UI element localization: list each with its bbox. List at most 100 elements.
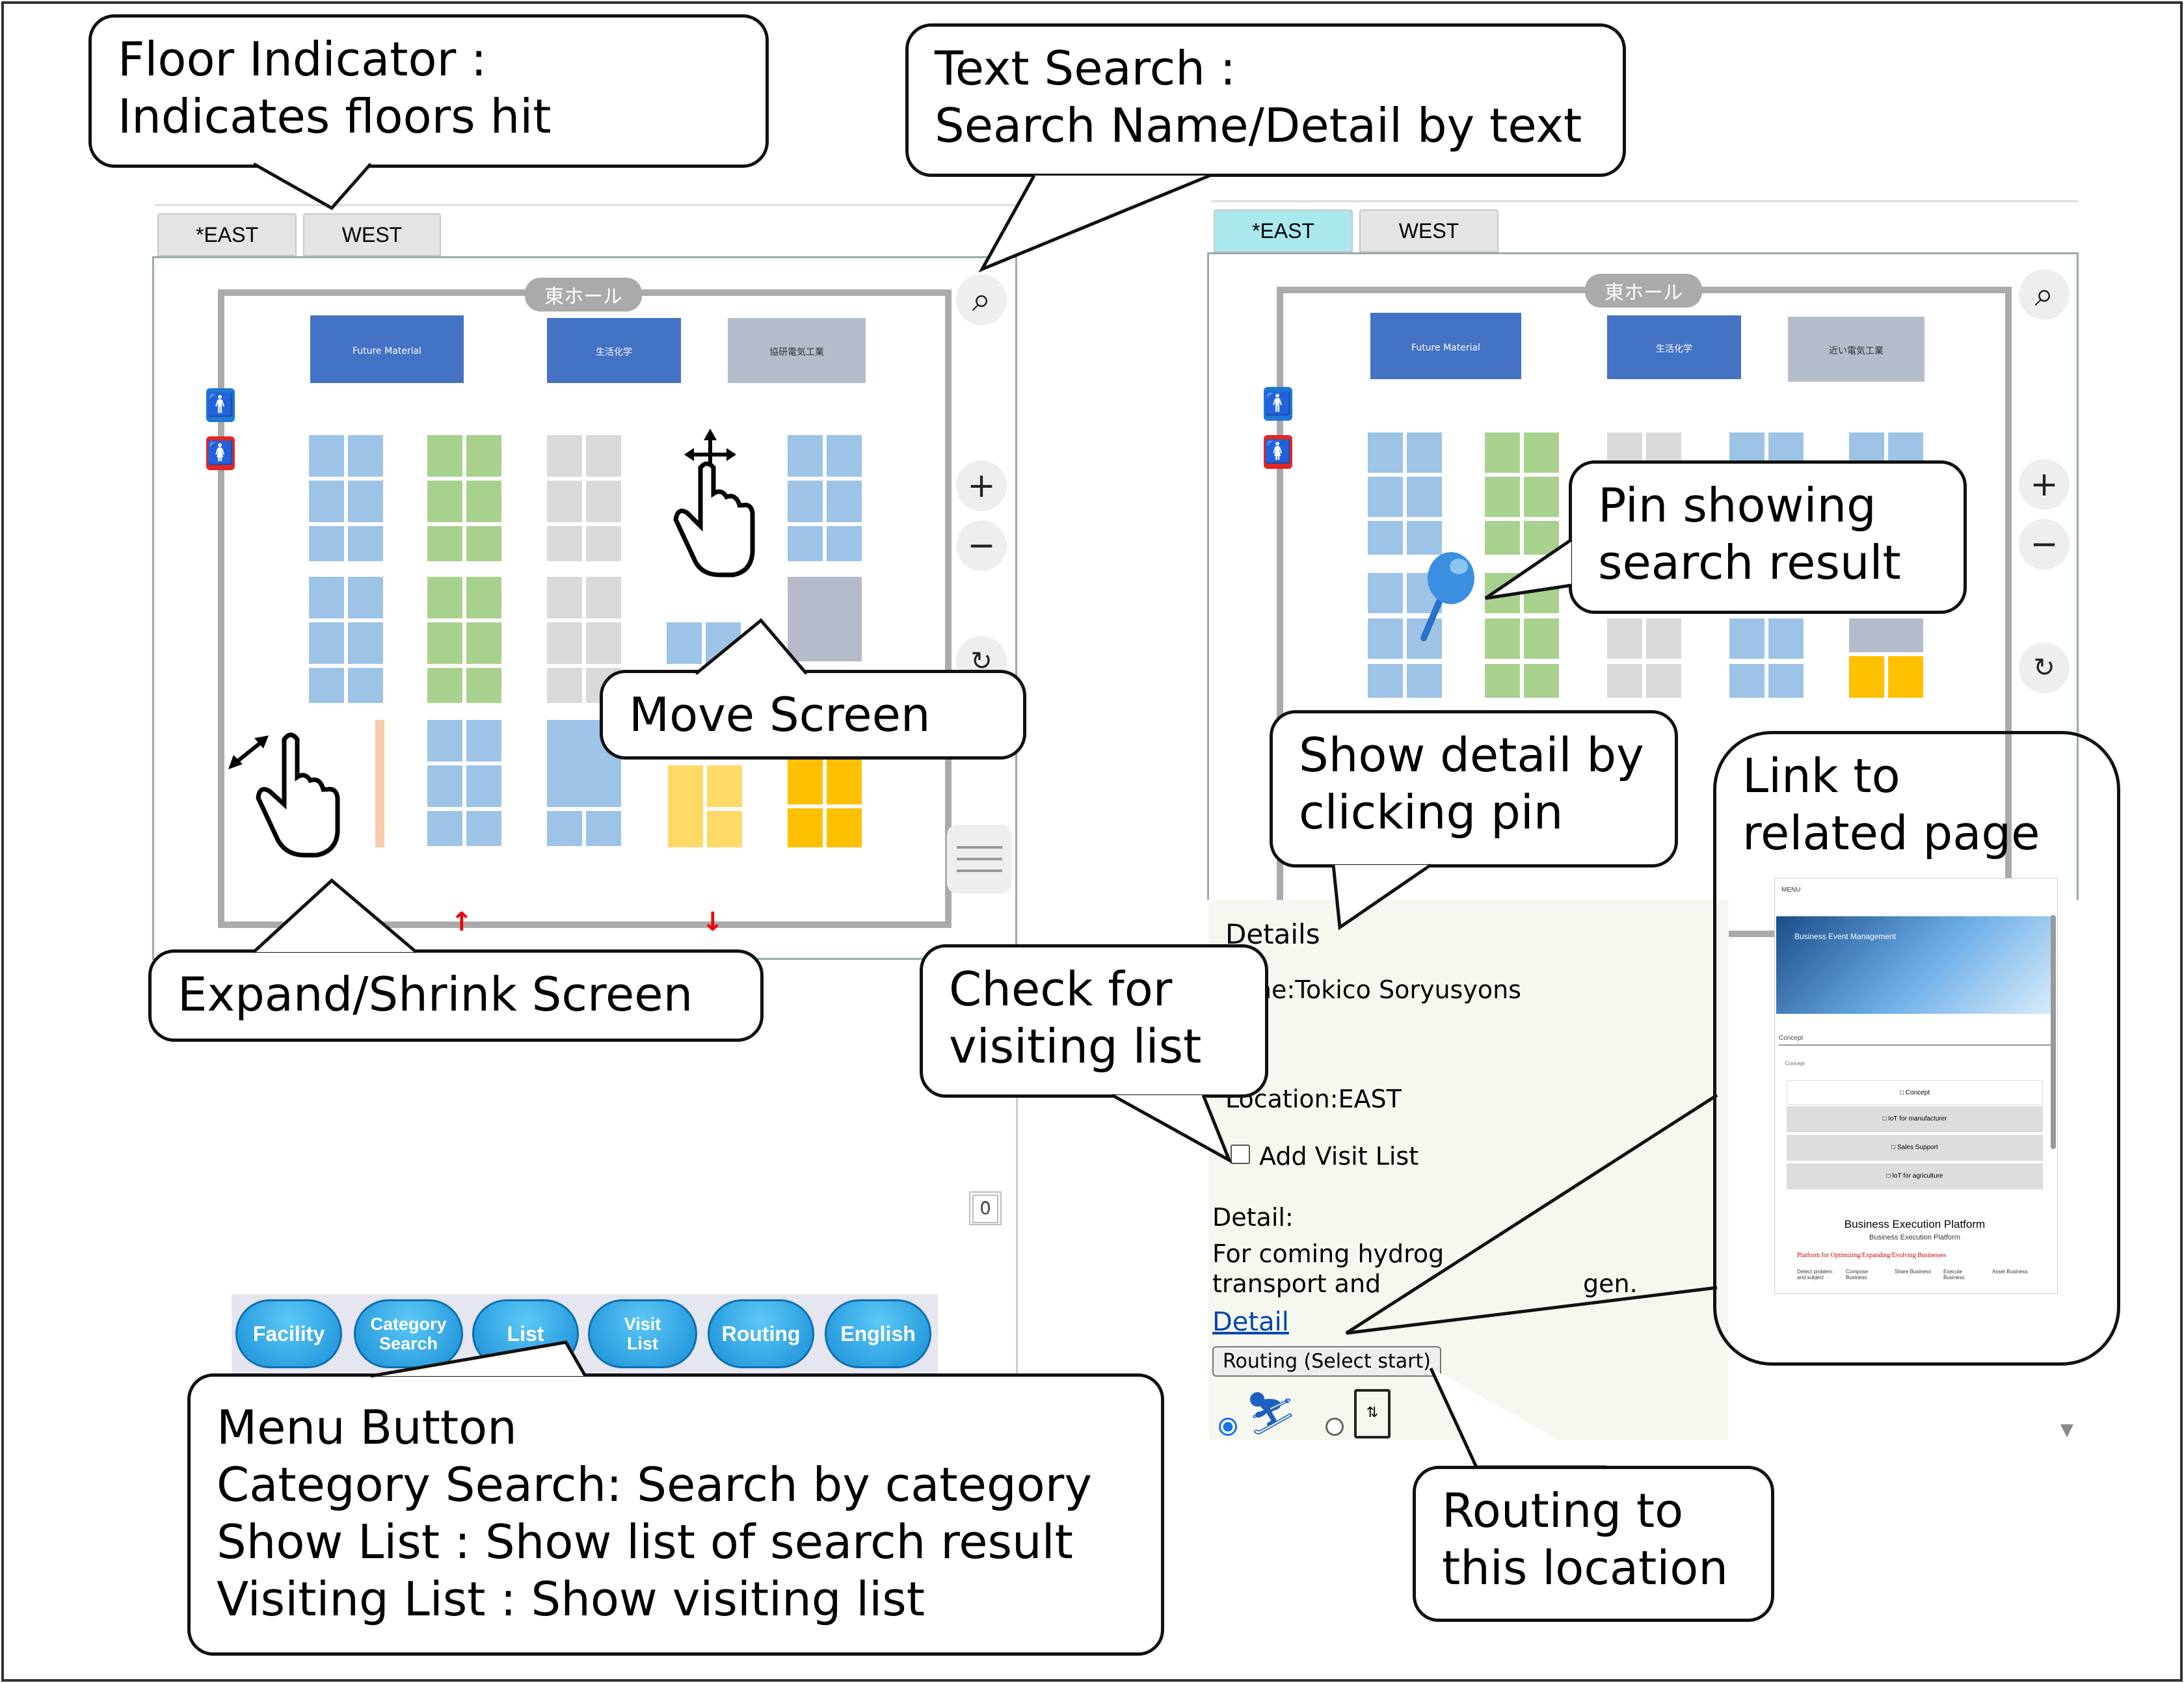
menu-button-routing[interactable]: Routing [708, 1299, 814, 1368]
booth[interactable] [668, 765, 703, 847]
booth[interactable] [788, 759, 823, 804]
zoom-in-button[interactable]: + [2019, 459, 2070, 510]
mini-menu[interactable]: MENU [1781, 886, 1801, 894]
booth[interactable] [427, 481, 462, 522]
zoom-out-button[interactable]: − [956, 520, 1007, 571]
booth[interactable] [1646, 664, 1681, 698]
booth[interactable] [1407, 432, 1442, 473]
mini-item[interactable]: □ Concept [1787, 1080, 2043, 1105]
booth[interactable] [309, 622, 344, 664]
menu-handle-icon[interactable] [947, 825, 1012, 894]
scroll-arrow-icon[interactable]: ▼ [2060, 1420, 2073, 1440]
booth[interactable] [1524, 618, 1559, 659]
booth[interactable] [1646, 618, 1681, 659]
booth[interactable] [427, 765, 462, 807]
booth[interactable] [827, 481, 862, 522]
mini-item[interactable]: □ Sales Support [1787, 1135, 2043, 1161]
add-visit-checkbox[interactable] [1231, 1145, 1250, 1164]
booth[interactable] [1368, 477, 1403, 517]
booth[interactable] [427, 526, 462, 561]
booth[interactable] [309, 668, 344, 703]
booth-seikatsu[interactable]: 生活化学 [1607, 315, 1741, 379]
tab-east-right[interactable]: *EAST [1214, 209, 1353, 252]
booth[interactable] [427, 668, 462, 703]
booth[interactable] [466, 435, 501, 477]
booth[interactable] [1524, 477, 1559, 517]
rotate-icon[interactable]: ↻ [2019, 643, 2070, 693]
booth[interactable] [1607, 664, 1642, 698]
booth[interactable] [375, 720, 384, 847]
zoom-out-button[interactable]: − [2019, 519, 2070, 570]
booth[interactable] [348, 577, 383, 618]
booth[interactable] [547, 481, 582, 522]
booth[interactable] [1768, 618, 1804, 659]
booth[interactable] [466, 765, 501, 807]
elevator-radio[interactable] [1325, 1418, 1344, 1436]
booth[interactable] [309, 435, 344, 477]
booth[interactable] [309, 526, 344, 561]
booth[interactable] [707, 811, 742, 847]
booth[interactable] [466, 577, 501, 618]
related-page-preview[interactable]: MENU Business Event Management Concept C… [1774, 878, 2058, 1294]
booth[interactable] [427, 720, 462, 762]
tab-west-left[interactable]: WEST [303, 213, 441, 256]
menu-button-facility[interactable]: Facility [235, 1299, 342, 1368]
booth[interactable] [827, 808, 862, 847]
booth[interactable] [1524, 521, 1559, 555]
booth-future-material[interactable]: Future Material [1370, 313, 1521, 379]
booth[interactable] [827, 759, 862, 804]
booth[interactable] [466, 720, 501, 762]
booth[interactable] [586, 526, 621, 561]
booth[interactable] [1729, 664, 1765, 698]
booth[interactable] [1368, 573, 1403, 613]
booth[interactable] [1849, 656, 1884, 698]
booth[interactable] [1368, 521, 1403, 555]
booth-seikatsu[interactable]: 生活化学 [547, 318, 681, 383]
booth[interactable] [547, 577, 582, 618]
mini-item[interactable]: □ IoT for manufacturer [1787, 1106, 2043, 1132]
booth[interactable] [1368, 432, 1403, 473]
mini-scrollbar[interactable] [2051, 915, 2056, 1149]
booth[interactable] [827, 526, 862, 561]
booth[interactable] [1407, 477, 1442, 517]
booth[interactable] [427, 622, 462, 664]
booth[interactable] [586, 435, 621, 477]
booth[interactable] [1368, 664, 1403, 698]
booth[interactable] [586, 622, 621, 664]
booth[interactable] [1485, 432, 1520, 473]
add-visit-label[interactable]: Add Visit List [1259, 1142, 1419, 1171]
booth[interactable] [466, 811, 501, 846]
booth[interactable] [348, 526, 383, 561]
booth[interactable] [309, 481, 344, 522]
booth[interactable] [1768, 664, 1804, 698]
routing-select-start-button[interactable]: Routing (Select start) [1212, 1346, 1441, 1377]
booth[interactable] [1485, 664, 1520, 698]
booth[interactable] [788, 435, 823, 477]
booth[interactable] [1485, 618, 1520, 659]
booth[interactable] [788, 808, 823, 847]
booth[interactable] [586, 577, 621, 618]
booth[interactable] [427, 811, 462, 846]
booth[interactable] [427, 435, 462, 477]
booth[interactable] [1888, 656, 1923, 698]
booth[interactable] [1407, 664, 1442, 698]
booth[interactable] [466, 526, 501, 561]
booth-future-material[interactable]: Future Material [310, 315, 464, 383]
menu-button-english[interactable]: English [825, 1299, 931, 1368]
booth[interactable] [1729, 618, 1765, 659]
booth[interactable] [547, 435, 582, 477]
tab-west-right[interactable]: WEST [1359, 209, 1498, 252]
booth[interactable] [788, 577, 862, 661]
left-map-area[interactable]: 東ホール Future Material 生活化学 協研電気工業 🚹 🚺 [152, 256, 1017, 1223]
booth[interactable] [466, 622, 501, 664]
booth[interactable] [1607, 618, 1642, 659]
booth-kyoken[interactable]: 協研電気工業 [728, 318, 866, 383]
booth[interactable] [547, 526, 582, 561]
booth[interactable] [1849, 618, 1923, 652]
search-icon[interactable]: ⌕ [2019, 269, 2070, 320]
booth[interactable] [427, 577, 462, 618]
booth[interactable] [667, 622, 702, 664]
booth[interactable] [1407, 521, 1442, 555]
mini-item[interactable]: □ IoT for agriculture [1787, 1163, 2043, 1189]
booth[interactable] [1485, 477, 1520, 517]
